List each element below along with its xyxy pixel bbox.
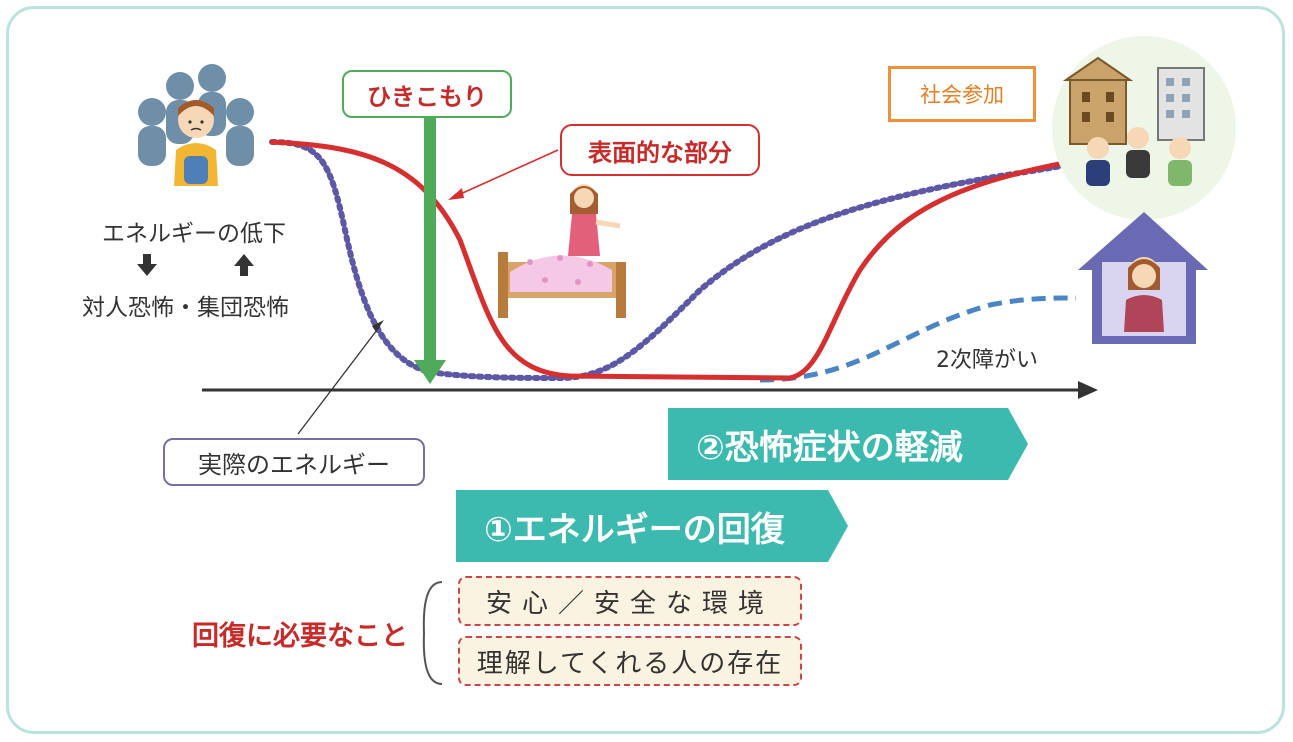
house-person-icon [1078,212,1208,344]
stage-2-band: ②恐怖症状の軽減 [668,408,1028,480]
social-participation-label: 社会参加 [888,66,1036,122]
need-item: 安心／安全な環境 [458,576,802,626]
surface-curve [269,139,1083,381]
stage-2-text: ②恐怖症状の軽減 [696,427,963,468]
up-arrow-icon [234,254,254,276]
surface-part-label: 表面的な部分 [560,124,760,176]
diagram-frame [6,6,1285,734]
actual-energy-label: 実際のエネルギー [163,438,425,486]
fear-text: 対人恐怖・集団恐怖 [82,295,289,321]
stage-1-band: ①エネルギーの回復 [456,490,848,562]
hikikomori-label: ひきこもり [342,70,512,118]
recovery-needs-title: 回復に必要なこと [192,621,408,652]
hikikomori-arrowhead-icon [414,360,446,384]
hikikomori-arrow [424,116,436,366]
down-arrow-icon [137,254,157,276]
buildings-people-icon [1052,36,1236,220]
energy-decline-text: エネルギーの低下 [102,221,286,247]
crowd-person-icon [138,64,254,186]
secondary-disability-curve [759,295,1077,383]
brace-icon [422,581,443,685]
secondary-disability-text: 2次障がい [936,348,1038,373]
axis-arrowhead-icon [1078,381,1098,399]
stage-1-text: ①エネルギーの回復 [484,509,785,550]
bed-person-icon [498,184,626,318]
need-item: 理解してくれる人の存在 [458,636,802,686]
